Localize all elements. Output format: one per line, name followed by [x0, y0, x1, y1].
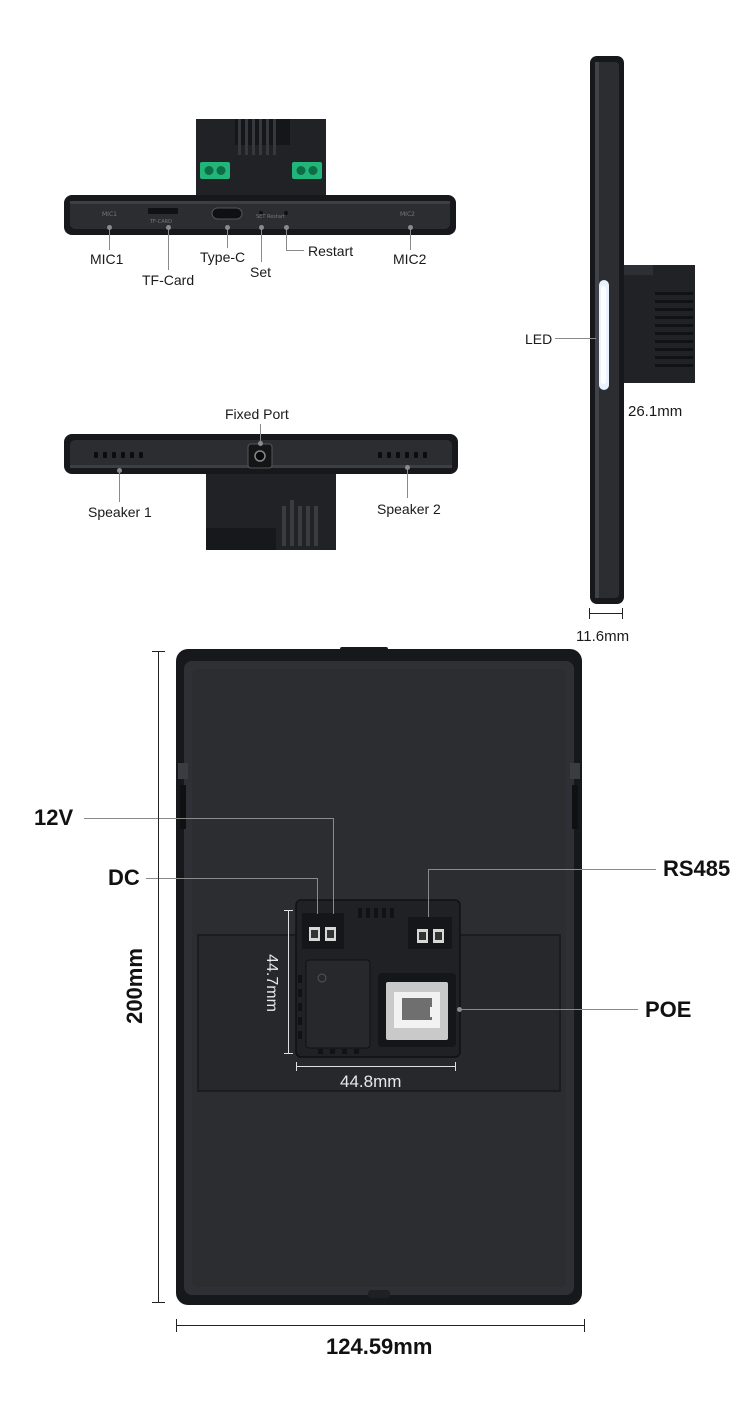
module-height-dimension: 44.7mm — [262, 954, 280, 1012]
thickness-dimension: 11.6mm — [576, 628, 630, 645]
fixed-port-label: Fixed Port — [225, 406, 289, 422]
module-width-dimension: 44.8mm — [340, 1072, 402, 1091]
dc-label: DC — [108, 865, 140, 890]
led-label: LED — [525, 331, 553, 347]
width-dimension: 124.59mm — [326, 1334, 433, 1359]
bottom-view-device — [64, 434, 458, 550]
mic1-label: MIC1 — [90, 251, 124, 267]
poe-label: POE — [645, 997, 692, 1022]
svg-text:TF-CARD: TF-CARD — [149, 219, 172, 225]
set-label: Set — [250, 264, 272, 280]
dc-terminal-top — [200, 162, 230, 179]
side-view-device — [590, 56, 695, 604]
mic2-label: MIC2 — [393, 251, 427, 267]
svg-text:SET Restart: SET Restart — [256, 214, 285, 220]
svg-text:MIC1: MIC1 — [102, 211, 117, 218]
speaker2-label: Speaker 2 — [377, 501, 441, 517]
rs485-terminal-top — [292, 162, 322, 179]
height-dimension: 200mm — [121, 948, 147, 1024]
tf-card-label: TF-Card — [142, 272, 195, 288]
rs485-label: RS485 — [663, 856, 731, 881]
svg-text:MIC2: MIC2 — [400, 211, 415, 218]
rs485-terminal — [408, 917, 452, 949]
12v-label: 12V — [34, 805, 74, 830]
depth-dimension: 26.1mm — [628, 403, 683, 420]
top-view-device: MIC1 TF-CARD SET Restart MIC2 — [64, 119, 456, 235]
dc-terminal — [302, 913, 344, 949]
type-c-label: Type-C — [200, 249, 246, 265]
speaker1-label: Speaker 1 — [88, 504, 152, 520]
rear-view-device — [176, 647, 582, 1305]
restart-label: Restart — [308, 243, 354, 259]
